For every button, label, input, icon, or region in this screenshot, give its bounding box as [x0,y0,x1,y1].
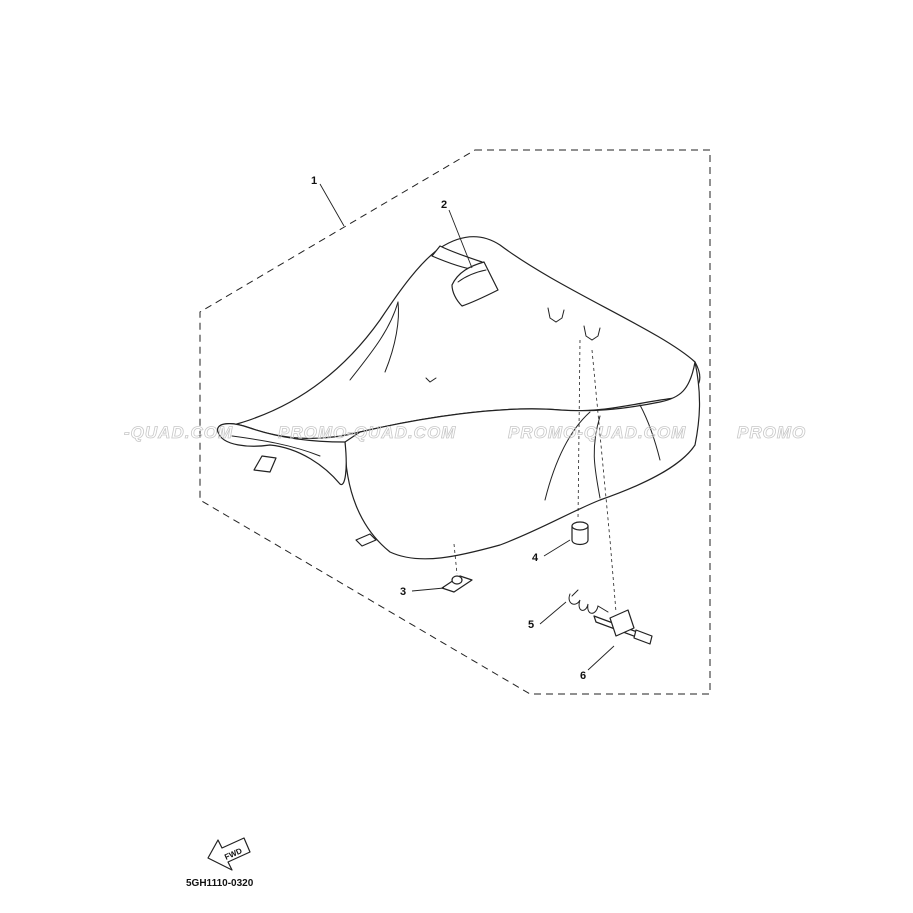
assembly-boundary [199,149,711,695]
seat-assembly [217,236,701,560]
callout-6: 6 [580,670,586,682]
forward-arrow: FWD [207,837,251,871]
watermark-3: PROMO-QUAD.COM [508,423,686,442]
damper-part [571,339,589,546]
seat-side [344,361,701,560]
seat-body [217,236,701,439]
watermark-row: -QUAD.COM PROMO-QUAD.COM PROMO-QUAD.COM … [124,423,806,443]
strap-part [451,261,499,307]
seat-hinge-tab-left [253,455,277,473]
lock-pin-part [591,349,653,645]
callout-4: 4 [532,552,539,564]
callout-1: 1 [311,175,317,187]
damper [571,525,589,546]
seat-hinge-tab-bottom [355,533,377,547]
watermark-4: PROMO [737,423,806,442]
spring-part [568,589,609,614]
spring [568,593,609,614]
callout-3: 3 [400,586,406,598]
callout-5: 5 [528,619,534,631]
callout-2: 2 [441,199,447,211]
watermark-2: PROMO-QUAD.COM [278,423,456,442]
strap [451,261,499,307]
lock-bracket-knob [451,575,463,585]
lock-bracket-part [441,543,473,593]
leader-lines [319,183,615,671]
diagram-code: 5GH1110-0320 [186,878,254,889]
watermark-1: -QUAD.COM [124,423,233,442]
callout-labels: 1 2 3 4 5 6 [311,175,586,682]
fwd-arrow-icon [207,837,251,871]
